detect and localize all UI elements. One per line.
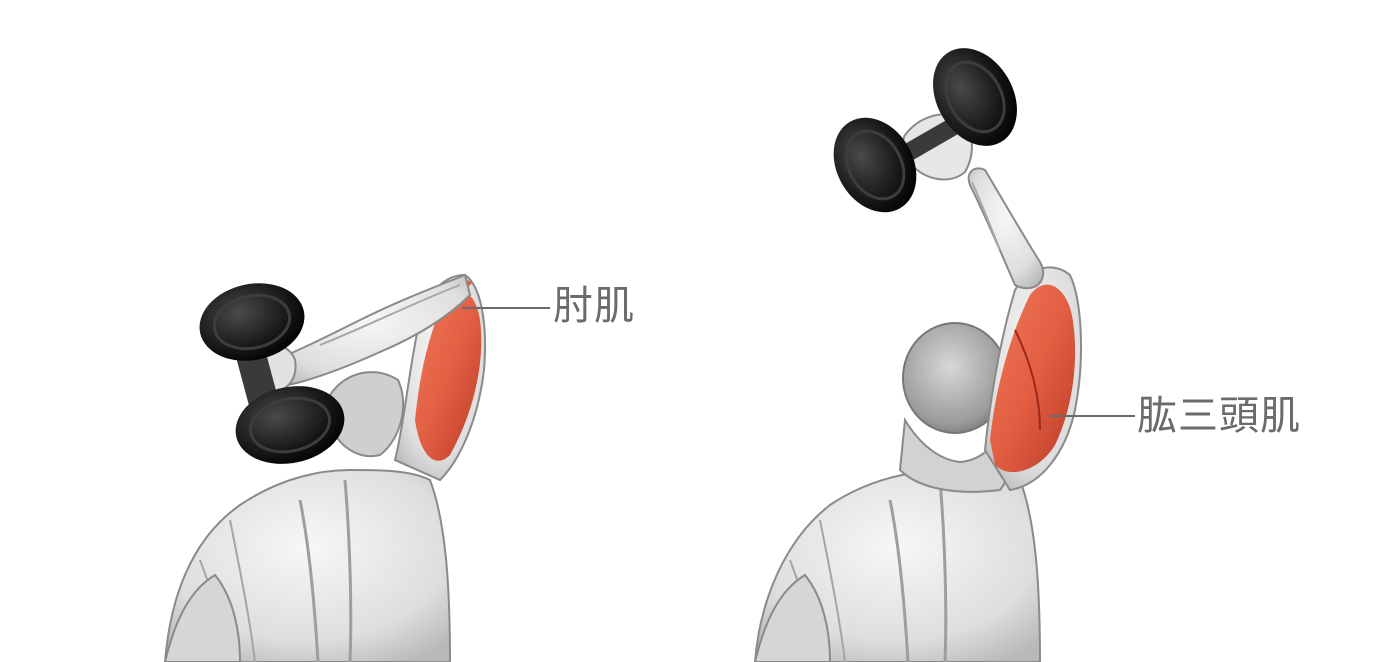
left-torso bbox=[163, 468, 452, 662]
right-figure bbox=[753, 48, 1135, 662]
triceps-muscle-label: 肱三頭肌 bbox=[1137, 393, 1301, 439]
left-dumbbell bbox=[199, 283, 345, 464]
left-figure bbox=[163, 273, 550, 662]
right-dumbbell bbox=[833, 48, 1017, 213]
elbow-muscle-label: 肘肌 bbox=[553, 283, 635, 329]
left-anconeus-muscle bbox=[415, 291, 482, 461]
right-forearm bbox=[967, 167, 1045, 290]
